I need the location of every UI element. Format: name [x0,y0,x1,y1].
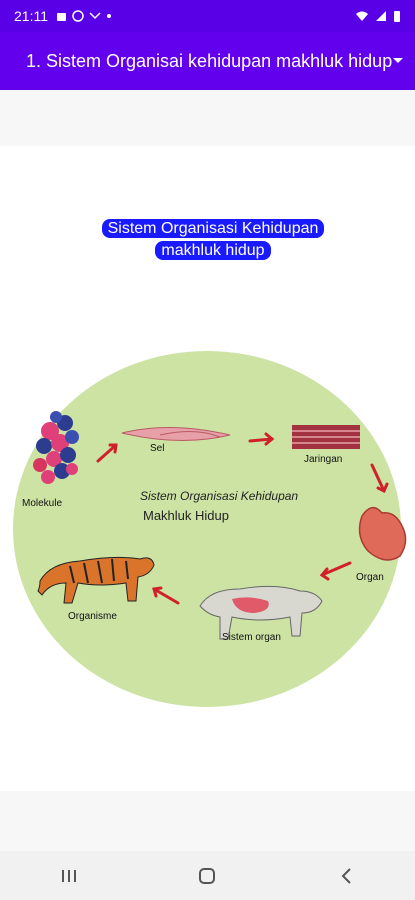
missed-call-icon [89,12,101,20]
app-bar: 1. Sistem Organisai kehidupan makhluk hi… [0,32,415,90]
arrow-jaringan-to-organ [370,463,386,493]
heading-line1: Sistem Organisasi Kehidupan [101,219,325,238]
heading-line2: makhluk hidup [155,241,271,260]
calendar-icon [57,12,66,21]
label-organ: Organ [356,572,384,583]
signal-icon [376,11,386,21]
organ-illustration [358,507,407,561]
arrow-sel-to-jaringan [248,437,274,443]
content-heading: Sistem Organisasi Kehidupan makhluk hidu… [92,218,334,262]
diagram-circle [13,351,401,707]
home-icon [199,867,216,884]
status-system-icons [355,10,401,23]
label-jaringan: Jaringan [304,454,343,465]
status-notification-icons [56,10,112,22]
back-icon [341,867,351,884]
tissue-illustration [292,425,360,449]
whatsapp-icon [72,10,84,22]
home-button[interactable] [177,856,237,896]
chapter-title[interactable]: 1. Sistem Organisai kehidupan makhluk hi… [26,50,393,71]
diagram-center-line1: Sistem Organisasi Kehidupan [140,489,299,503]
bottom-gray-strip [0,791,415,851]
recent-apps-icon [62,869,77,882]
diagram-center-line2: Makhluk Hidup [143,508,229,523]
label-sistem-organ: Sistem organ [222,632,281,643]
wifi-icon [356,11,368,21]
arrow-molekule-to-sel [96,443,118,463]
cell-illustration [121,426,231,442]
organization-diagram [13,351,407,707]
recent-apps-button[interactable] [39,856,99,896]
battery-icon [394,10,400,22]
dot-icon [107,14,111,18]
status-time: 21:11 [14,8,48,24]
flow-arrows [96,432,389,605]
dropdown-arrow-icon[interactable] [392,47,404,75]
label-sel: Sel [150,443,165,454]
molecule-illustration [33,411,79,484]
content-image: Sistem Organisasi Kehidupan makhluk hidu… [0,146,415,791]
arrow-organ-to-sistem-organ [320,561,352,577]
organ-system-illustration [199,585,323,640]
top-gray-strip [0,90,415,146]
status-bar: 21:11 [0,0,415,32]
label-molekule: Molekule [22,498,63,509]
label-organisme: Organisme [68,611,117,622]
arrow-sistem-organ-to-organisme [152,587,180,605]
back-button[interactable] [316,856,376,896]
tiger-illustration [37,556,155,604]
system-nav-bar [0,851,415,900]
